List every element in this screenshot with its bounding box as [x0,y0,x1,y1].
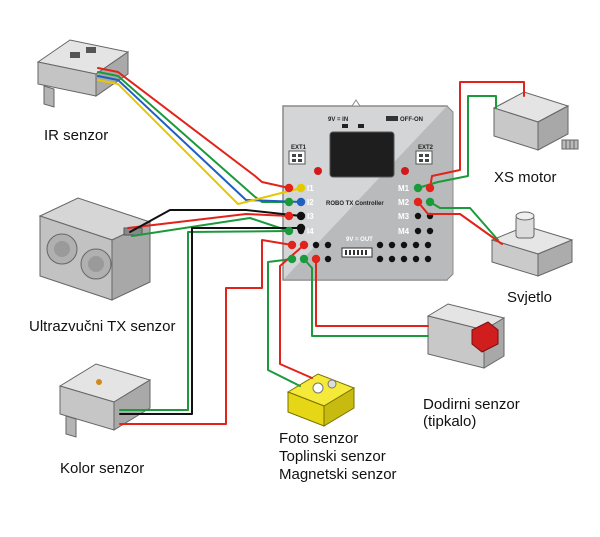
photo-sensor-label-1: Foto senzor [279,430,359,447]
ext2-label: EXT2 [418,145,434,151]
color-sensor-label: Kolor senzor [60,460,145,477]
ir-sensor-label: IR senzor [44,127,109,144]
input-i1-label: I1 [307,184,314,193]
wire-ir-green [97,71,290,203]
wires [97,67,525,425]
ext2-port[interactable] [415,150,433,165]
wire-ir-red [97,67,290,189]
touch-sensor-label-2: (tipkalo) [423,413,477,430]
push-button [471,321,499,353]
photo-sensor [286,373,356,427]
wire-ultra-red [127,213,290,229]
out-label: 9V = OUT [346,237,373,243]
photo-sensor-label-3: Magnetski senzor [279,466,397,483]
wire-lamp-red [417,201,503,245]
power-in-label: 9V = IN [328,117,348,123]
wire-motor-green [417,95,497,189]
xs-motor-label: XS motor [494,169,557,186]
left-button[interactable] [314,167,322,175]
motor-m2-label: M2 [398,198,410,207]
lamp-label: Svjetlo [507,289,553,306]
wire-ultra-black [129,209,302,233]
input-i3-label: I3 [307,212,314,221]
wire-lamp-green [429,201,499,241]
wire-kolor-red [119,239,293,425]
power-switch[interactable] [386,116,398,121]
ext1-port[interactable] [288,150,306,165]
input-i2-label: I2 [307,198,314,207]
wire-kolor-black [119,227,302,415]
ultrasonic-sensor [38,197,152,301]
power-socket [358,124,364,128]
ext1-label: EXT1 [291,145,307,151]
input-i4-label: I4 [307,227,314,236]
ultrasonic-sensor-label: Ultrazvučni TX senzor [29,318,176,335]
display-screen [329,131,395,178]
right-button[interactable] [401,167,409,175]
wire-touch-green [303,258,429,337]
power-socket [342,124,348,128]
robo-tx-controller: 9V = IN OFF-ON EXT1 EXT2 ROBO TX Control… [282,99,454,281]
motor-m1-label: M1 [398,184,410,193]
wire-ultra-green [131,217,290,237]
touch-sensor [426,303,506,369]
wire-ir-blue [97,75,302,203]
color-sensor [58,363,152,438]
wire-kolor-green [119,230,290,411]
motor-m3-label: M3 [398,212,410,221]
wire-motor-red [429,81,525,189]
ir-sensor [36,39,130,108]
xs-motor [492,91,579,151]
lamp [490,211,574,277]
wire-ir-yellow [97,79,302,205]
photo-sensor-label-2: Toplinski senzor [279,448,386,465]
controller-name: ROBO TX Controller [326,201,384,207]
wire-plugs [284,183,435,264]
switch-label: OFF-ON [400,117,423,123]
motor-m4-label: M4 [398,227,410,236]
touch-sensor-label-1: Dodirni senzor [423,396,520,413]
wire-foto-green [267,258,301,387]
